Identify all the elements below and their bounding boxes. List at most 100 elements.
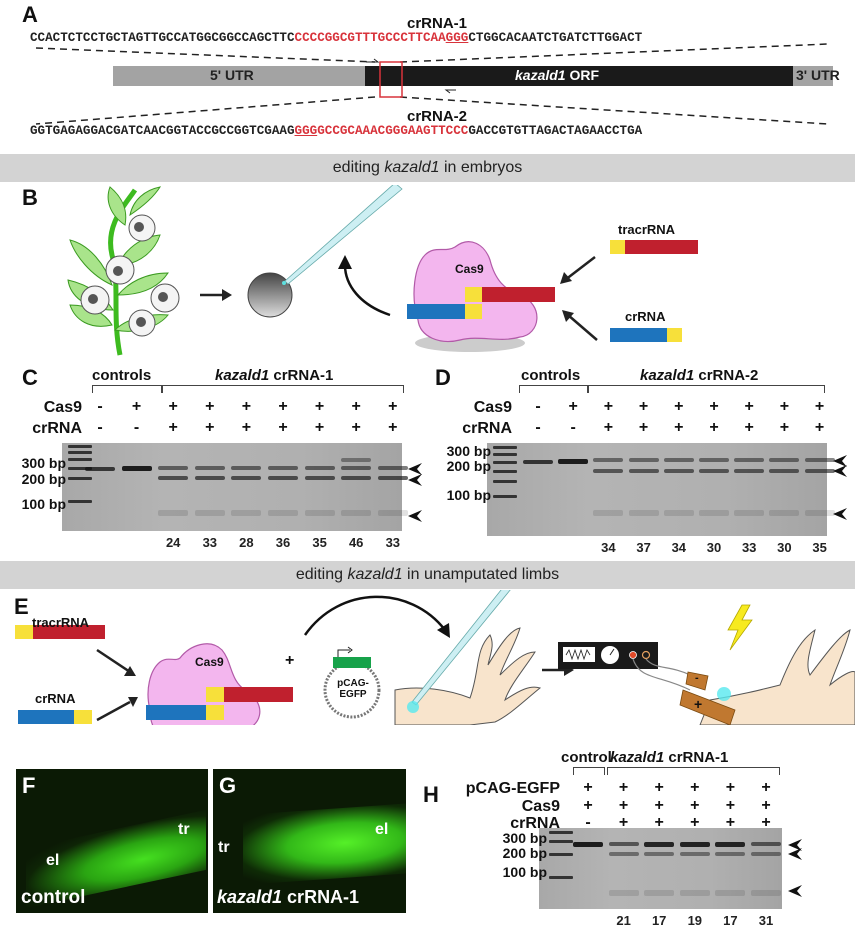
plasmid-label: pCAG-EGFP [336, 678, 370, 700]
dna-band [679, 852, 710, 856]
dna-band [158, 466, 189, 470]
utr5-bar [113, 66, 365, 86]
utr3-bar [793, 66, 833, 86]
dna-band [158, 476, 189, 480]
lane-sign: + [654, 814, 664, 831]
dna-band [341, 458, 372, 462]
editing-efficiency-value: 24 [165, 535, 181, 550]
cas9-complex [407, 241, 555, 352]
dna-band [715, 890, 746, 896]
lane-sign: + [388, 398, 398, 415]
group-crrna1: kazald1 crRNA-1 [215, 367, 333, 384]
ladder-band [493, 461, 517, 464]
dna-band [194, 510, 225, 516]
injection-needle-icon [282, 185, 403, 285]
seq1-target: CCCCGGCGTTTGCCCTTCAA [294, 31, 446, 45]
sequence-crrna1: CCACTCTCCTGCTAGTTGCCATGGCGGCCAGCTTCCCCCG… [30, 31, 642, 45]
ladder-band [68, 451, 92, 454]
ladder-label: 200 bp [21, 471, 66, 487]
group-crrna2-gene: kazald1 [640, 367, 695, 384]
group-crrna1: kazald1 crRNA-1 [610, 749, 728, 766]
lane-sign: + [583, 779, 593, 796]
seq2-pam: GGG [294, 124, 318, 138]
ladder-band [549, 831, 573, 834]
caption-gene: kazald1 [217, 887, 283, 907]
dna-band [268, 466, 298, 470]
lane-sign: + [654, 797, 664, 814]
lane-sign: + [241, 419, 252, 436]
group-crrna1-suffix: crRNA-1 [269, 367, 334, 384]
dna-band [804, 510, 835, 516]
arrow-icon [562, 310, 574, 322]
orf-suffix: ORF [565, 67, 600, 83]
dna-band [231, 466, 262, 470]
dna-band [573, 842, 603, 847]
el-label: el [375, 821, 389, 838]
dna-band [751, 842, 781, 846]
arrow-icon [222, 289, 232, 301]
dna-band [751, 890, 781, 896]
editing-efficiency-value: 33 [385, 535, 401, 550]
lane-sign: + [674, 419, 684, 436]
embryo-icon [247, 272, 293, 318]
crrna-label: crRNA [35, 691, 76, 706]
dna-band [608, 852, 639, 856]
dash-line [35, 96, 376, 125]
editing-efficiency-value: 34 [671, 540, 687, 555]
panel-letter-e: E [14, 594, 29, 619]
dna-band [663, 469, 694, 473]
lane-sign: + [638, 419, 649, 436]
editing-efficiency-value: 35 [312, 535, 327, 550]
cas9-complex [146, 643, 293, 725]
ladder-label: 300 bp [446, 443, 491, 459]
band-arrowhead-icon [833, 465, 847, 477]
dna-band [121, 466, 152, 471]
tr-label: tr [178, 821, 190, 838]
egfp-signal [243, 803, 406, 885]
lane-sign: + [725, 814, 736, 831]
dna-band [341, 476, 372, 480]
lane-sign: + [690, 779, 700, 796]
row-label: Cas9 [43, 399, 82, 416]
dna-band [608, 842, 639, 846]
editing-efficiency-value: 34 [601, 540, 616, 555]
limb-injection-illustration [394, 590, 542, 725]
lane-sign: + [278, 419, 288, 436]
lane-sign: + [205, 419, 215, 436]
editing-efficiency-value: 37 [636, 540, 651, 555]
ladder-label: 300 bp [21, 455, 66, 471]
dna-band [194, 466, 225, 470]
ladder-band [68, 500, 92, 503]
lane-sign: - [570, 419, 576, 436]
orf-label: kazald1 ORF [515, 67, 599, 83]
band-arrowhead-icon [788, 839, 802, 851]
group-controls-bracket [92, 385, 162, 393]
lane-sign: + [709, 398, 719, 415]
el-label: el [46, 852, 60, 869]
orf-bar [365, 66, 793, 86]
dna-band [715, 852, 746, 856]
lane-sign: + [638, 398, 649, 415]
group-crrna1-suffix: crRNA-1 [664, 749, 729, 766]
banner-suffix: in embryos [439, 159, 523, 176]
group-crrna2-suffix: crRNA-2 [694, 367, 759, 384]
row-label: crRNA [462, 420, 512, 437]
banner-prefix: editing [295, 566, 348, 583]
seq2-post: GACCGTGTTAGACTAGAACCTGA [468, 124, 643, 138]
panel-letter-b: B [22, 185, 38, 210]
dna-band [85, 467, 115, 471]
dna-band [377, 476, 408, 480]
seq1-pam: GGG [445, 31, 469, 45]
dna-band [699, 469, 729, 473]
lane-sign: - [97, 419, 103, 436]
group-controls-text: controls [521, 367, 581, 384]
dna-band [699, 458, 729, 462]
panel-letter-c: C [22, 365, 38, 390]
editing-efficiency-value: 33 [202, 535, 218, 550]
dna-band [644, 890, 675, 896]
dna-band [679, 842, 710, 847]
row-label: pCAG-EGFP [465, 780, 560, 797]
gel-image [62, 443, 408, 531]
group-controls: controls [92, 367, 151, 384]
band-arrowhead-icon [833, 455, 847, 467]
